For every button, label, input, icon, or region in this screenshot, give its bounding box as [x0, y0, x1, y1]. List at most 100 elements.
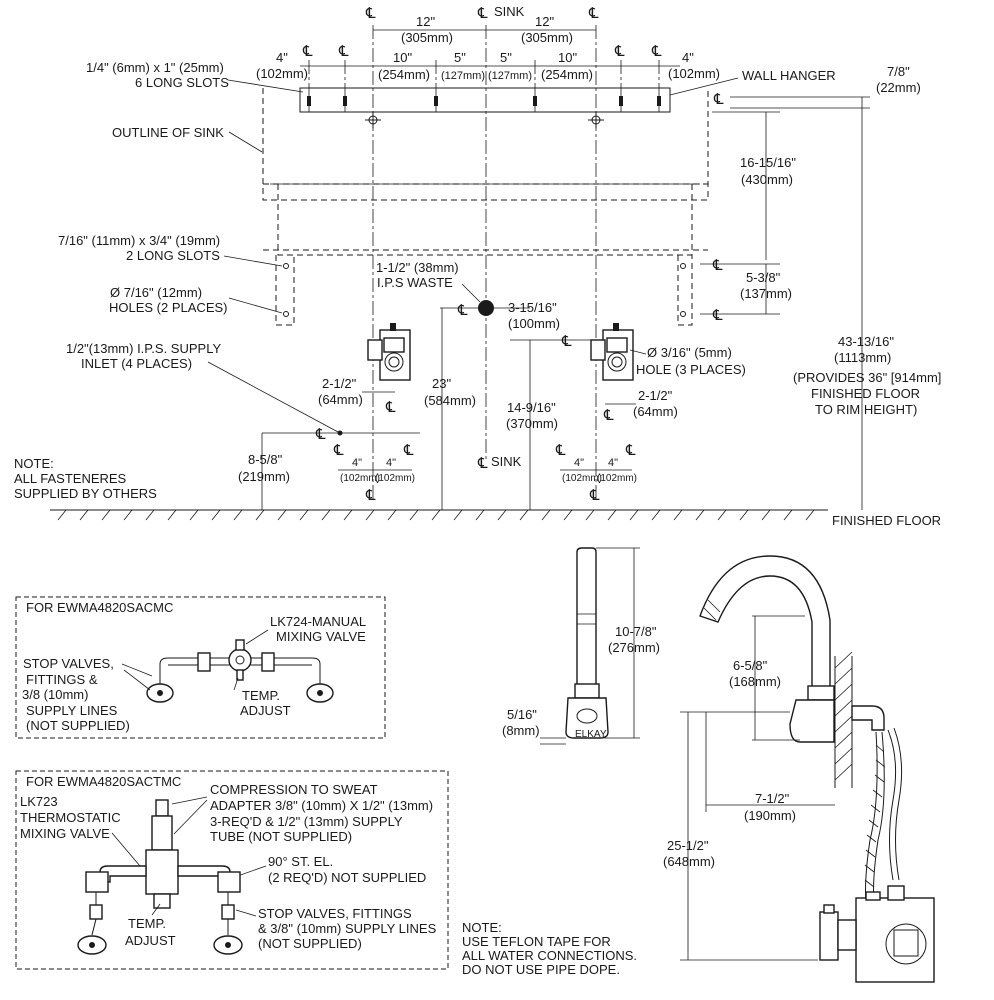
fastener-note: NOTE: ALL FASTENERES SUPPLIED BY OTHERS	[14, 456, 157, 501]
svg-text:I.P.S WASTE: I.P.S WASTE	[377, 275, 453, 290]
svg-text:8-5/8": 8-5/8"	[248, 452, 283, 467]
svg-text:2-1/2": 2-1/2"	[638, 388, 673, 403]
svg-text:(102mm): (102mm)	[256, 66, 308, 81]
svg-text:5": 5"	[454, 50, 466, 65]
svg-text:℄: ℄	[625, 441, 636, 459]
svg-text:LK723: LK723	[20, 794, 58, 809]
svg-text:℄: ℄	[712, 306, 723, 324]
svg-text:(102mm): (102mm)	[562, 473, 602, 484]
svg-text:ADJUST: ADJUST	[240, 703, 291, 718]
dim-14-9-16: 14-9/16" (370mm)	[506, 380, 558, 510]
faucet-front-view: ELKAY 10-7/8" (276mm) 5/16" (8mm)	[502, 547, 660, 745]
svg-text:℄: ℄	[457, 301, 468, 319]
supply-inlet-label: 1/2"(13mm) I.P.S. SUPPLY INLET (4 PLACES…	[66, 341, 343, 436]
svg-text:℄: ℄	[477, 454, 488, 472]
svg-text:25-1/2": 25-1/2"	[667, 838, 709, 853]
dim-12-right: 12" (305mm)	[486, 14, 596, 45]
svg-text:(102mm): (102mm)	[375, 473, 415, 484]
svg-text:ELKAY: ELKAY	[575, 729, 607, 740]
svg-text:(NOT SUPPLIED): (NOT SUPPLIED)	[258, 936, 362, 951]
svg-text:(430mm): (430mm)	[741, 172, 793, 187]
svg-text:TEMP.: TEMP.	[242, 688, 280, 703]
dim-4-supply-spacing: ℄ ℄ ℄ ℄ 4" 4" (102mm) (102mm) 4" 4" (102…	[333, 441, 637, 504]
svg-text:FINISHED FLOOR: FINISHED FLOOR	[811, 386, 920, 401]
svg-text:(190mm): (190mm)	[744, 808, 796, 823]
svg-text:SUPPLY LINES: SUPPLY LINES	[26, 703, 118, 718]
svg-text:7-1/2": 7-1/2"	[755, 791, 790, 806]
dim-8-5-8: ℄ 8-5/8" (219mm)	[238, 425, 420, 510]
dim-2-1-2-left: 2-1/2" (64mm) ℄	[318, 376, 396, 416]
dim-4-right: 4" (102mm)	[668, 50, 720, 81]
svg-text:THERMOSTATIC: THERMOSTATIC	[20, 810, 121, 825]
svg-text:(NOT SUPPLIED): (NOT SUPPLIED)	[26, 718, 130, 733]
dim-23: 23" (584mm)	[424, 308, 476, 510]
svg-text:℄: ℄	[385, 398, 396, 416]
dim-2-1-2-right: 2-1/2" (64mm) ℄	[603, 388, 678, 424]
mixing-valve-left	[367, 323, 411, 381]
svg-text:FOR EWMA4820SACTMC: FOR EWMA4820SACTMC	[26, 774, 181, 789]
svg-text:10": 10"	[393, 50, 412, 65]
svg-text:ALL FASTENERES: ALL FASTENERES	[14, 471, 127, 486]
svg-text:NOTE:: NOTE:	[14, 456, 54, 471]
sink-outline	[262, 88, 709, 326]
svg-text:(137mm): (137mm)	[740, 286, 792, 301]
svg-text:℄: ℄	[333, 441, 344, 459]
svg-text:(584mm): (584mm)	[424, 393, 476, 408]
svg-text:4": 4"	[682, 50, 694, 65]
svg-text:LK724-MANUAL: LK724-MANUAL	[270, 614, 366, 629]
outline-of-sink-label: OUTLINE OF SINK	[112, 125, 263, 153]
svg-text:(127mm): (127mm)	[488, 70, 532, 82]
svg-text:(648mm): (648mm)	[663, 854, 715, 869]
box-manual-mixing: FOR EWMA4820SACMC LK724-MANUAL MIXING VA…	[15, 596, 386, 739]
svg-text:℄: ℄	[561, 332, 572, 350]
svg-text:7/16" (11mm) x 3/4" (19mm): 7/16" (11mm) x 3/4" (19mm)	[58, 233, 220, 248]
svg-text:STOP VALVES,: STOP VALVES,	[23, 656, 114, 671]
sink-centerline-label: SINK	[494, 4, 525, 19]
svg-text:HOLE (3 PLACES): HOLE (3 PLACES)	[636, 362, 746, 377]
svg-text:(22mm): (22mm)	[876, 80, 921, 95]
svg-text:3/8 (10mm): 3/8 (10mm)	[22, 687, 88, 702]
mixing-valve-right	[590, 323, 634, 381]
svg-text:(100mm): (100mm)	[508, 316, 560, 331]
centerlines: ℄ ℄ ℄ SINK	[365, 4, 599, 500]
slot-centerlines: ℄ ℄ ℄ ℄	[300, 42, 680, 112]
svg-text:4": 4"	[386, 457, 396, 469]
svg-text:6 LONG SLOTS: 6 LONG SLOTS	[135, 75, 229, 90]
finished-floor: FINISHED FLOOR	[50, 509, 941, 528]
svg-text:1-1/2" (38mm): 1-1/2" (38mm)	[376, 260, 459, 275]
holes-2-label: Ø 7/16" (12mm) HOLES (2 PLACES)	[109, 285, 283, 315]
svg-text:MIXING VALVE: MIXING VALVE	[276, 629, 366, 644]
svg-text:4": 4"	[276, 50, 288, 65]
svg-text:90° ST. EL.: 90° ST. EL.	[268, 854, 333, 869]
long-slots-6-label: 1/4" (6mm) x 1" (25mm) 6 LONG SLOTS	[86, 60, 304, 93]
svg-text:(305mm): (305mm)	[521, 30, 573, 45]
svg-text:4": 4"	[608, 457, 618, 469]
svg-text:Ø 3/16" (5mm): Ø 3/16" (5mm)	[647, 345, 732, 360]
svg-text:3-REQ'D & 1/2" (13mm) SUPPLY: 3-REQ'D & 1/2" (13mm) SUPPLY	[210, 814, 403, 829]
svg-text:℄: ℄	[712, 256, 723, 274]
svg-text:12": 12"	[416, 14, 435, 29]
svg-text:12": 12"	[535, 14, 554, 29]
svg-text:OUTLINE OF SINK: OUTLINE OF SINK	[112, 125, 224, 140]
cl-mark: ℄	[477, 4, 488, 22]
faucet-side-view: 6-5/8" (168mm) 7-1/2" (190mm) 25-1/2" (6…	[663, 555, 935, 983]
wall-hanger-label: WALL HANGER	[742, 68, 836, 83]
svg-text:(1113mm): (1113mm)	[834, 350, 891, 365]
svg-text:NOTE:: NOTE:	[462, 920, 502, 935]
svg-text:℄: ℄	[365, 486, 376, 504]
svg-text:℄: ℄	[603, 406, 614, 424]
svg-text:TEMP.: TEMP.	[128, 916, 166, 931]
svg-text:(219mm): (219mm)	[238, 469, 290, 484]
svg-text:Ø 7/16" (12mm): Ø 7/16" (12mm)	[110, 285, 202, 300]
svg-text:ALL WATER CONNECTIONS.: ALL WATER CONNECTIONS.	[462, 948, 637, 963]
dim-10-right: 10" (254mm)	[541, 50, 593, 82]
svg-text:COMPRESSION TO SWEAT: COMPRESSION TO SWEAT	[210, 782, 378, 797]
svg-text:4": 4"	[574, 457, 584, 469]
svg-text:ADJUST: ADJUST	[125, 933, 176, 948]
svg-text:5/16": 5/16"	[507, 707, 537, 722]
dim-10-left: 10" (254mm)	[378, 50, 430, 82]
dim-3-15-16: 3-15/16" (100mm) ℄	[508, 300, 600, 380]
svg-text:℄: ℄	[315, 425, 326, 443]
svg-text:(168mm): (168mm)	[729, 674, 781, 689]
